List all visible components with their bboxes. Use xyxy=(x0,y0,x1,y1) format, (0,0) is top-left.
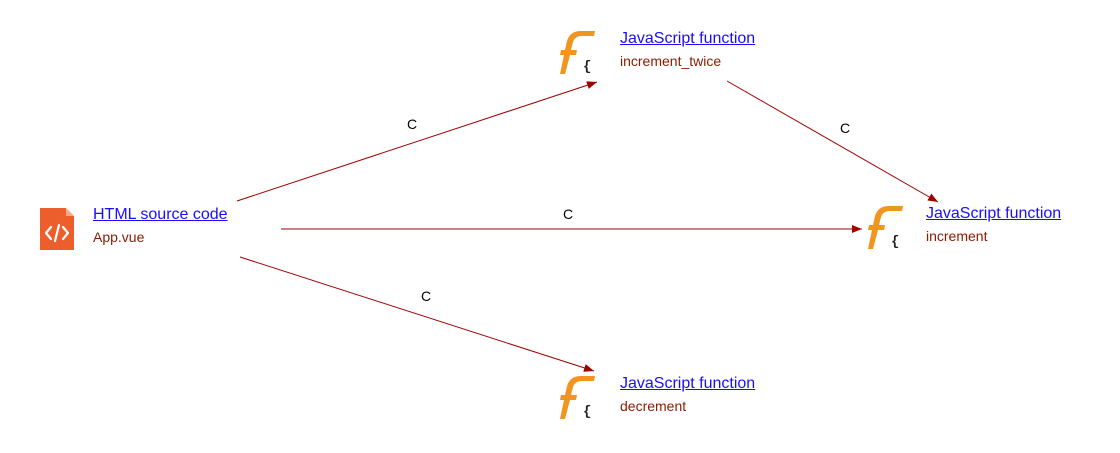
edge-app-to-increment-twice xyxy=(236,81,598,202)
javascript-function-icon: { } xyxy=(560,31,600,75)
node-increment: { } JavaScript function increment xyxy=(864,205,1104,251)
javascript-function-icon: { } xyxy=(868,206,908,250)
node-decrement: { } JavaScript function decrement xyxy=(556,375,796,421)
node-kind-link[interactable]: JavaScript function xyxy=(620,30,756,47)
edge-label: C xyxy=(840,120,851,136)
node-kind-link[interactable]: HTML source code xyxy=(93,206,228,223)
node-kind-link[interactable]: JavaScript function xyxy=(926,205,1062,222)
javascript-function-icon: { } xyxy=(560,376,600,420)
html-file-icon xyxy=(40,208,74,250)
node-name: increment_twice xyxy=(620,53,722,69)
svg-text:{ }: { } xyxy=(583,59,600,75)
node-name: increment xyxy=(926,228,988,244)
node-name: decrement xyxy=(620,398,687,414)
svg-text:{ }: { } xyxy=(583,404,600,420)
edge-app-to-decrement xyxy=(239,256,595,372)
svg-text:{ }: { } xyxy=(891,234,908,250)
node-increment-twice: { } JavaScript function increment_twice xyxy=(556,30,796,76)
node-kind-link[interactable]: JavaScript function xyxy=(620,375,756,392)
node-app-vue: HTML source code App.vue xyxy=(38,206,278,252)
edge-increment-twice-to-increment xyxy=(726,80,939,203)
node-name: App.vue xyxy=(93,229,145,245)
edge-label: C xyxy=(421,288,432,304)
edge-label: C xyxy=(407,116,418,132)
edge-label: C xyxy=(563,206,574,222)
